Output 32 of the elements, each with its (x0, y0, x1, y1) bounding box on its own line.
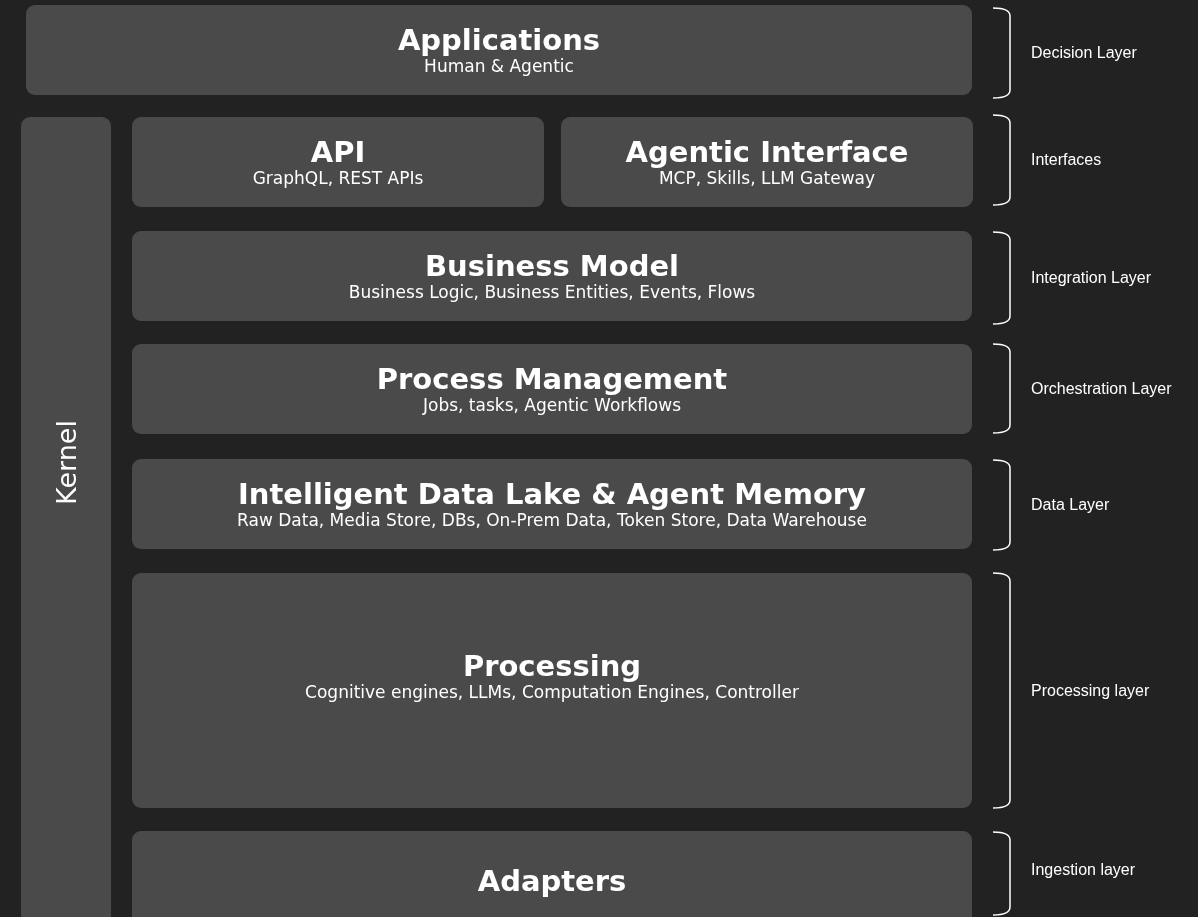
layer-description: GraphQL, REST APIs (252, 168, 424, 188)
kernel-bar (21, 117, 111, 917)
layer-description: MCP, Skills, LLM Gateway (658, 168, 876, 188)
vertical-label: Kernel (50, 420, 82, 505)
layer-label: Integration Layer (1031, 269, 1152, 287)
layer-label: Processing layer (1031, 681, 1150, 700)
layer-description: Raw Data, Media Store, DBs, On-Prem Data, Token Store, Data Warehouse (237, 510, 867, 530)
layer-box (132, 831, 972, 917)
layer-title: Agentic Interface (625, 136, 909, 168)
layer-label: Ingestion layer (1031, 860, 1136, 879)
layer-label: Decision Layer (1031, 44, 1137, 62)
layer-title: Applications (397, 24, 601, 56)
layer-box (26, 5, 972, 95)
layer-box (561, 117, 973, 207)
layer-box (132, 459, 972, 549)
layer-title: Business Model (424, 250, 679, 282)
layer-label: Data Layer (1031, 496, 1110, 514)
layer-title: API (310, 136, 366, 168)
layer-title: Process Management (376, 363, 728, 395)
layer-box (132, 573, 972, 808)
layer-box (132, 344, 972, 434)
layer-description: Jobs, tasks, Agentic Workflows (423, 395, 681, 415)
layer-title: Adapters (477, 865, 627, 897)
layer-description: Human & Agentic (424, 56, 574, 76)
layer-box (132, 117, 544, 207)
layer-label: Interfaces (1031, 151, 1102, 169)
layer-box (132, 231, 972, 321)
layer-description: Cognitive engines, LLMs, Computation Engines, Controller (305, 681, 799, 702)
layer-description: Business Logic, Business Entities, Events, Flows (348, 282, 756, 302)
layer-title: Processing (462, 649, 642, 682)
layer-label: Orchestration Layer (1031, 379, 1172, 398)
layer-title: Intelligent Data Lake & Agent Memory (237, 478, 866, 510)
